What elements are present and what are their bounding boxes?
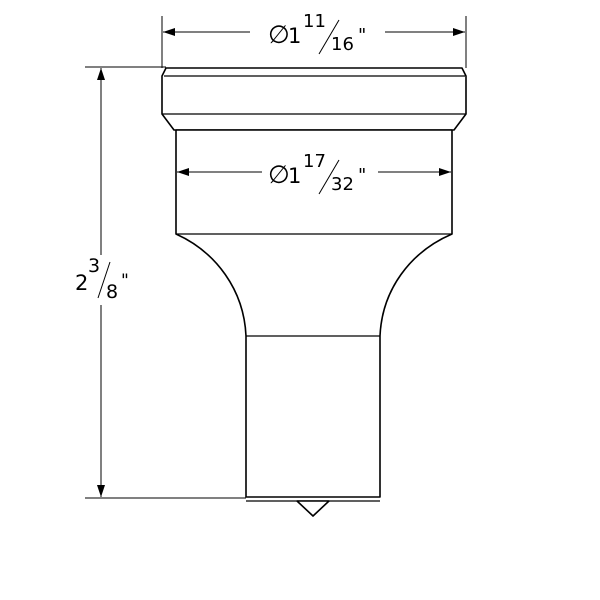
punch-part (161, 67, 467, 517)
top-diameter-symbol: ∅ (268, 20, 290, 49)
top-diameter-unit: " (358, 25, 366, 46)
shank-diameter-fraction-slash (318, 159, 340, 195)
length-unit: " (121, 271, 129, 291)
shank-diameter-whole: 1 (288, 164, 301, 188)
punch-shank (175, 129, 453, 498)
punch-point (296, 500, 330, 517)
length-numerator: 3 (88, 255, 100, 277)
top-diameter-whole: 1 (288, 24, 301, 48)
shank-diameter-denominator: 32 (331, 174, 354, 195)
top-diameter-denominator: 16 (331, 34, 354, 55)
shank-diameter-unit: " (358, 165, 366, 186)
shank-diameter-numerator: 17 (303, 151, 326, 172)
punch-head (161, 67, 467, 131)
extension-lines (85, 16, 467, 499)
top-diameter-fraction-slash (318, 19, 340, 55)
length-denominator: 8 (106, 281, 118, 303)
shank-diameter-symbol: ∅ (268, 160, 290, 189)
overall-length-dimension: 2 3 8 " (75, 68, 129, 497)
top-diameter-numerator: 11 (303, 11, 326, 32)
length-whole: 2 (75, 271, 88, 295)
top-diameter-dimension: ∅ 1 11 16 " (163, 11, 465, 55)
shank-diameter-dimension: ∅ 1 17 32 " (177, 151, 451, 195)
length-fraction-slash (97, 261, 111, 299)
